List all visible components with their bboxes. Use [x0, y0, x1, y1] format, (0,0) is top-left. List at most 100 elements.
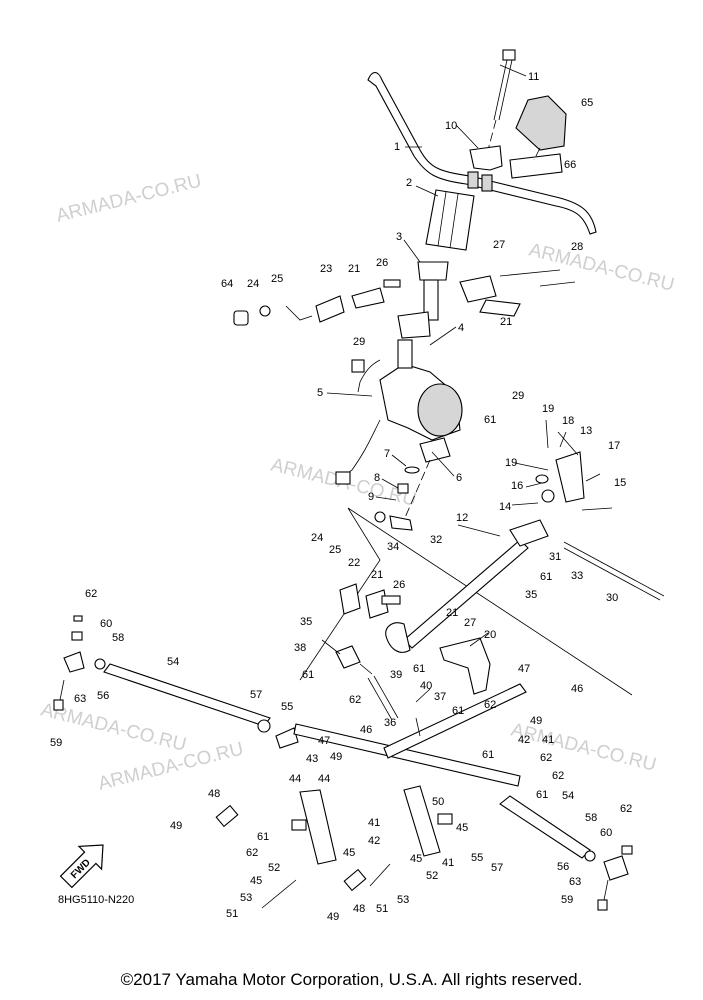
- callout-28: 28: [571, 241, 583, 253]
- callout-61: 61: [536, 789, 548, 801]
- callout-29: 29: [353, 336, 365, 348]
- callout-52: 52: [268, 862, 280, 874]
- callout-22: 22: [348, 557, 360, 569]
- bracket: [351, 287, 385, 309]
- pitman-arm: [419, 437, 451, 463]
- callout-3: 3: [396, 231, 402, 243]
- callout-54: 54: [562, 790, 574, 802]
- callout-42: 42: [368, 835, 380, 847]
- callout-4: 4: [458, 322, 464, 334]
- assembly-line: [403, 459, 431, 521]
- callout-32: 32: [430, 534, 442, 546]
- callout-62: 62: [246, 847, 258, 859]
- callout-45: 45: [410, 853, 422, 865]
- bushing: [437, 813, 453, 825]
- callout-62: 62: [540, 752, 552, 764]
- steering-relay-shaft: [403, 539, 529, 649]
- collar: [383, 279, 401, 288]
- callout-33: 33: [571, 570, 583, 582]
- callout-56: 56: [557, 861, 569, 873]
- callout-35: 35: [525, 589, 537, 601]
- cotter-pin: [73, 615, 83, 622]
- callout-62: 62: [620, 803, 632, 815]
- steering-bracket: [459, 275, 497, 303]
- nut: [94, 658, 106, 670]
- bolt-shaft: [369, 863, 391, 887]
- leader: [321, 639, 341, 655]
- callout-52: 52: [426, 870, 438, 882]
- nut: [259, 305, 271, 317]
- callout-48: 48: [353, 903, 365, 915]
- pad-rib: [449, 193, 459, 249]
- callout-37: 37: [434, 691, 446, 703]
- callout-61: 61: [482, 749, 494, 761]
- callout-49: 49: [530, 715, 542, 727]
- callout-49: 49: [327, 911, 339, 923]
- callout-39: 39: [390, 669, 402, 681]
- callout-54: 54: [167, 656, 179, 668]
- handlebar-grip-band: [481, 174, 493, 192]
- callout-labels: 1 2 3 4 5 6 7 8 9 10 11 12 13 14 15 16 1…: [50, 71, 632, 923]
- callout-21: 21: [348, 263, 360, 275]
- callout-61: 61: [484, 414, 496, 426]
- callout-55: 55: [281, 701, 293, 713]
- collar: [541, 489, 555, 503]
- leader: [585, 473, 601, 482]
- leader: [381, 478, 399, 489]
- callout-6: 6: [456, 472, 462, 484]
- callout-41: 41: [442, 857, 454, 869]
- joint: [397, 311, 431, 339]
- callout-56: 56: [97, 690, 109, 702]
- callout-5: 5: [317, 387, 323, 399]
- bolt-shaft: [261, 879, 297, 909]
- callout-53: 53: [240, 892, 252, 904]
- bolt-shaft: [59, 679, 65, 701]
- leader: [326, 392, 373, 397]
- callout-62: 62: [484, 699, 496, 711]
- handlebar-holder: [469, 145, 503, 171]
- callout-23: 23: [320, 263, 332, 275]
- nut: [257, 719, 271, 733]
- leader: [545, 419, 549, 449]
- callout-10: 10: [445, 120, 457, 132]
- callout-46: 46: [360, 724, 372, 736]
- callout-21: 21: [500, 316, 512, 328]
- callout-50: 50: [432, 796, 444, 808]
- callout-26: 26: [376, 257, 388, 269]
- assembly-outline: [299, 507, 633, 696]
- leader: [415, 688, 431, 703]
- bolt: [502, 49, 516, 61]
- callout-61: 61: [413, 663, 425, 675]
- callout-61: 61: [302, 669, 314, 681]
- shaft-arm: [509, 519, 549, 547]
- callout-62: 62: [552, 770, 564, 782]
- callout-45: 45: [343, 847, 355, 859]
- rod: [563, 541, 665, 597]
- leader: [511, 502, 539, 506]
- callout-15: 15: [614, 477, 626, 489]
- washer: [404, 466, 420, 474]
- steering-column: [417, 261, 449, 281]
- callout-1: 1: [394, 141, 400, 153]
- callout-2: 2: [406, 177, 412, 189]
- callout-59: 59: [50, 737, 62, 749]
- callout-41: 41: [368, 817, 380, 829]
- bracket-lever: [315, 295, 345, 323]
- nut: [374, 511, 386, 523]
- callout-44: 44: [318, 773, 330, 785]
- callout-19: 19: [505, 457, 517, 469]
- leader: [403, 239, 421, 263]
- nut: [621, 845, 633, 855]
- callout-45: 45: [250, 875, 262, 887]
- callout-55: 55: [471, 852, 483, 864]
- coupler: [351, 359, 365, 373]
- callout-47: 47: [518, 663, 530, 675]
- leader: [391, 454, 407, 467]
- leader: [431, 451, 455, 477]
- leader: [514, 462, 549, 471]
- callout-49: 49: [170, 820, 182, 832]
- diagram-code: 8HG5110-N220: [58, 894, 134, 906]
- wire-harness: [343, 419, 381, 477]
- tie-rod-end: [275, 727, 299, 749]
